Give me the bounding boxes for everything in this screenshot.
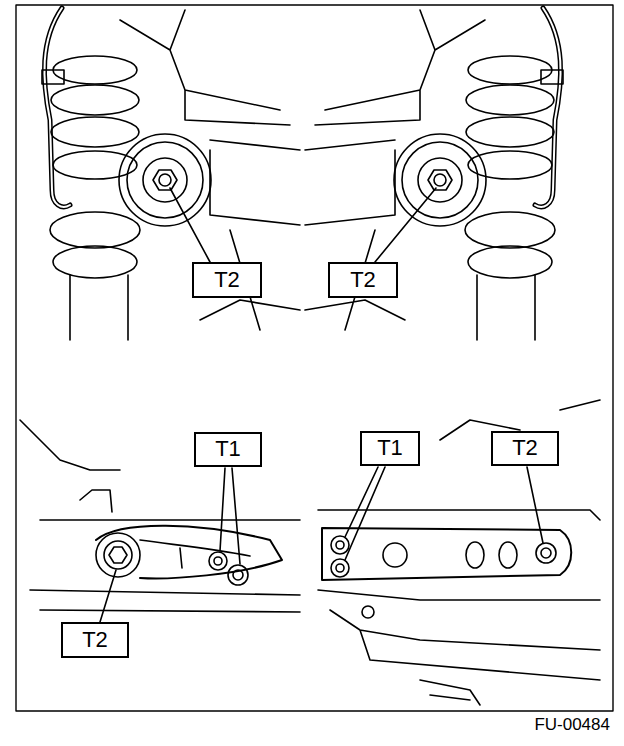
arm-hole <box>499 542 517 568</box>
leader-line <box>170 188 210 262</box>
strut-panel <box>305 8 563 340</box>
bolt-head <box>536 543 556 563</box>
bolt-end <box>233 570 243 580</box>
leader-line <box>100 570 116 622</box>
callout-number: T1 <box>377 437 403 459</box>
callout-box: T2 <box>192 262 262 298</box>
leader-line <box>220 468 240 564</box>
arm-hole <box>466 542 484 568</box>
callout-number: T2 <box>350 269 376 291</box>
callout-box: T1 <box>194 432 262 467</box>
washer <box>104 541 132 569</box>
body-panel <box>30 520 300 612</box>
bolt-head <box>331 559 349 577</box>
frame <box>16 5 613 711</box>
callout-box: T2 <box>61 622 129 658</box>
bushing <box>96 533 140 577</box>
callout-number: T2 <box>512 437 538 459</box>
bolt-head <box>209 552 227 570</box>
clip <box>80 490 112 512</box>
link-arm-rib <box>180 548 182 568</box>
bolt-end <box>541 548 551 558</box>
link-arm-edge <box>140 540 250 556</box>
leader-line <box>345 467 385 560</box>
link-arm <box>96 526 282 579</box>
link-arm <box>322 528 571 580</box>
callout-number: T2 <box>214 269 240 291</box>
arm-hole <box>383 543 407 567</box>
bolt-end <box>336 541 344 549</box>
body-panel <box>20 420 120 470</box>
callout-number: T2 <box>82 629 108 651</box>
bolt-head <box>331 536 349 554</box>
drive-boot <box>420 680 480 705</box>
leader-line <box>527 467 543 543</box>
bolt-end <box>336 564 344 572</box>
leader-line <box>375 188 436 262</box>
bolt-end <box>362 606 374 618</box>
bolt-end <box>214 557 222 565</box>
bolt-head <box>109 547 127 563</box>
callout-number: T1 <box>215 438 241 460</box>
figure-code: FU-00484 <box>534 715 610 735</box>
callout-box: T1 <box>360 431 420 466</box>
callout-box: T2 <box>328 262 398 298</box>
lower-arm <box>330 610 600 680</box>
bolt-head <box>228 565 248 585</box>
callout-box: T2 <box>491 431 559 466</box>
strut-panel <box>42 8 300 340</box>
